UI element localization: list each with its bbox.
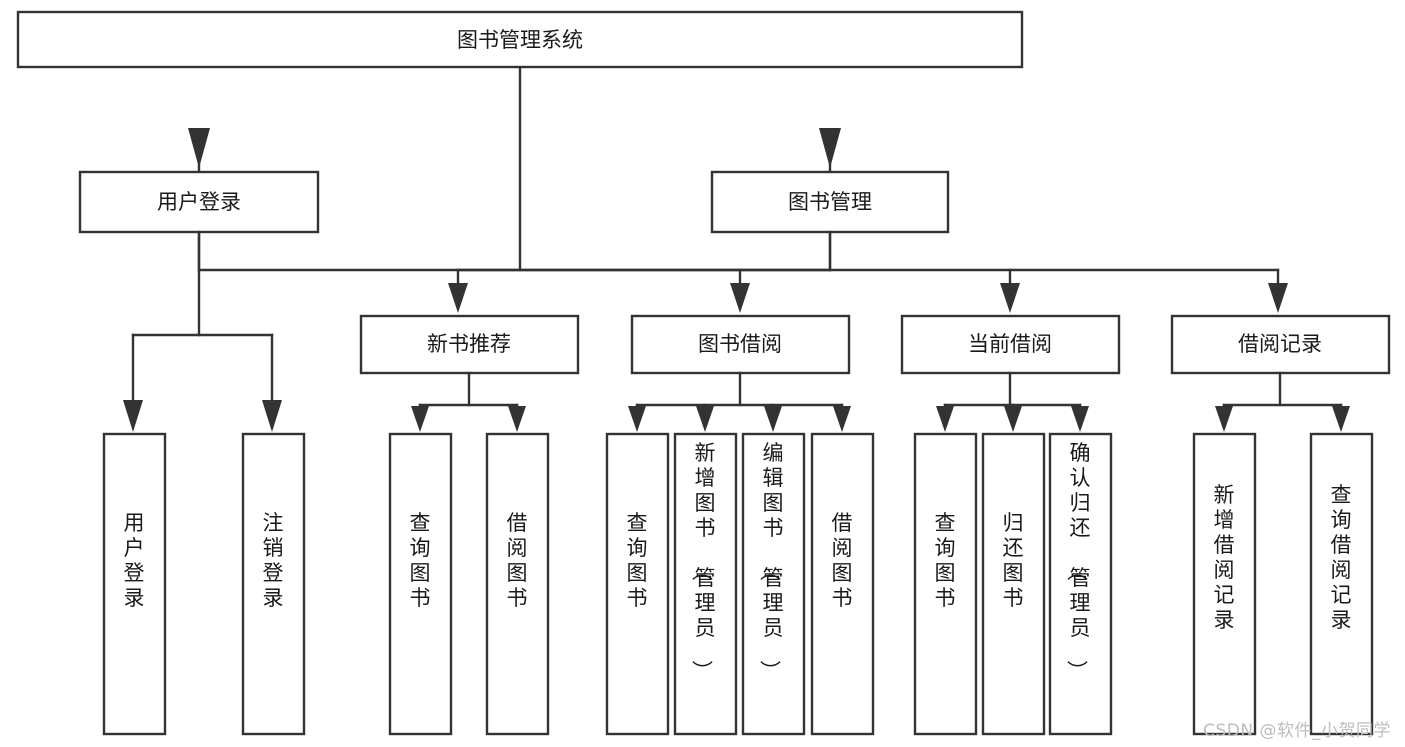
node-borrow-record-box <box>1170 314 1391 375</box>
node-user-login-label: 用户登录 <box>157 190 241 214</box>
arrow-head-borrow-3 <box>764 406 782 432</box>
leaf-confirm-return-box <box>1048 432 1113 736</box>
connector-group <box>197 65 832 272</box>
arrow-head-borrow-4 <box>833 406 851 432</box>
arrow-head-group <box>123 128 1350 432</box>
leaf-return-book-box <box>981 432 1046 736</box>
arrow-head-record-1 <box>1215 406 1233 432</box>
leaf-node-group: 用户登录 注销登录 查询图书 借阅图书 查询图书 新增图书 <box>102 432 1374 736</box>
leaf-query-book-current-box <box>913 432 978 736</box>
connector-new-book-subtree <box>418 371 519 422</box>
leaf-add-record-label: 新增借阅记录 <box>1214 483 1235 632</box>
node-new-book-recommend-box <box>359 314 580 375</box>
leaf-add-book-box <box>673 432 738 736</box>
arrow-head-level2-3 <box>1000 283 1020 313</box>
connector-user-login-subtree <box>131 230 274 422</box>
arrow-head-record-2 <box>1332 406 1350 432</box>
leaf-user-login-box <box>102 432 167 736</box>
node-book-management-label: 图书管理 <box>788 190 872 214</box>
leaf-borrow-book: 借阅图书 <box>810 432 875 736</box>
leaf-user-login-label: 用户登录 <box>124 511 145 610</box>
leaf-borrow-book-recommend-box <box>485 432 550 736</box>
node-root: 图书管理系统 <box>16 10 1024 69</box>
node-borrow-record: 借阅记录 <box>1170 314 1391 375</box>
arrow-head-login-2 <box>262 400 282 432</box>
connector-book-borrow-subtree <box>635 371 844 422</box>
leaf-confirm-return: 确认归还（管理员） <box>1048 432 1113 736</box>
node-current-borrow: 当前借阅 <box>900 314 1121 375</box>
node-root-label: 图书管理系统 <box>457 28 583 52</box>
leaf-query-record: 查询借阅记录 <box>1309 432 1374 736</box>
leaf-add-record-box <box>1192 432 1257 736</box>
connector-borrow-record-subtree <box>1222 371 1343 422</box>
arrow-head-newbook-2 <box>508 406 526 432</box>
leaf-query-record-label: 查询借阅记录 <box>1331 483 1352 632</box>
leaf-edit-book-box <box>741 432 806 736</box>
node-borrow-record-label: 借阅记录 <box>1238 332 1322 356</box>
leaf-return-book: 归还图书 <box>981 432 1046 736</box>
node-root-box <box>16 10 1024 69</box>
leaf-return-book-label: 归还图书 <box>1003 511 1024 610</box>
leaf-add-book-label: 新增图书（管理员） <box>690 441 716 681</box>
arrow-head-current-3 <box>1071 406 1089 432</box>
leaf-query-record-box <box>1309 432 1374 736</box>
leaf-logout-box <box>241 432 306 736</box>
node-book-borrow: 图书借阅 <box>630 314 851 375</box>
node-current-borrow-box <box>900 314 1121 375</box>
arrow-head-newbook-1 <box>411 406 429 432</box>
leaf-query-book-borrow: 查询图书 <box>605 432 670 736</box>
leaf-query-book-current-label: 查询图书 <box>935 511 956 610</box>
node-new-book-recommend-label: 新书推荐 <box>427 332 511 356</box>
leaf-query-book-recommend: 查询图书 <box>388 432 453 736</box>
leaf-edit-book: 编辑图书（管理员） <box>741 432 806 736</box>
leaf-query-book-borrow-label: 查询图书 <box>627 511 648 610</box>
arrow-head-borrow-1 <box>628 406 646 432</box>
leaf-edit-book-label: 编辑图书（管理员） <box>758 441 784 681</box>
arrow-head-level2-1 <box>448 283 468 313</box>
leaf-add-record: 新增借阅记录 <box>1192 432 1257 736</box>
leaf-confirm-return-label: 确认归还（管理员） <box>1065 441 1091 681</box>
leaf-logout-label: 注销登录 <box>263 511 284 610</box>
arrow-head-book-mgmt <box>819 128 841 168</box>
arrow-head-level2-2 <box>730 283 750 313</box>
node-book-management: 图书管理 <box>710 170 950 234</box>
node-new-book-recommend: 新书推荐 <box>359 314 580 375</box>
arrow-head-level2-4 <box>1268 283 1288 313</box>
leaf-user-login: 用户登录 <box>102 432 167 736</box>
leaf-add-book: 新增图书（管理员） <box>673 432 738 736</box>
node-book-borrow-label: 图书借阅 <box>698 332 782 356</box>
leaf-query-book-current: 查询图书 <box>913 432 978 736</box>
leaf-query-book-borrow-box <box>605 432 670 736</box>
leaf-borrow-book-recommend: 借阅图书 <box>485 432 550 736</box>
arrow-head-borrow-2 <box>696 406 714 432</box>
arrow-head-user-login <box>188 128 210 168</box>
arrow-head-current-1 <box>936 406 954 432</box>
arrow-head-login-1 <box>123 400 143 432</box>
connector-book-mgmt-subtree <box>456 230 1280 305</box>
node-user-login: 用户登录 <box>78 170 320 234</box>
leaf-borrow-book-recommend-label: 借阅图书 <box>507 511 528 610</box>
leaf-borrow-book-box <box>810 432 875 736</box>
node-book-management-box <box>710 170 950 234</box>
leaf-borrow-book-label: 借阅图书 <box>832 511 853 610</box>
arrow-head-current-2 <box>1004 406 1022 432</box>
node-book-borrow-box <box>630 314 851 375</box>
node-current-borrow-label: 当前借阅 <box>968 332 1052 356</box>
leaf-query-book-recommend-box <box>388 432 453 736</box>
leaf-query-book-recommend-label: 查询图书 <box>410 511 431 610</box>
leaf-logout: 注销登录 <box>241 432 306 736</box>
